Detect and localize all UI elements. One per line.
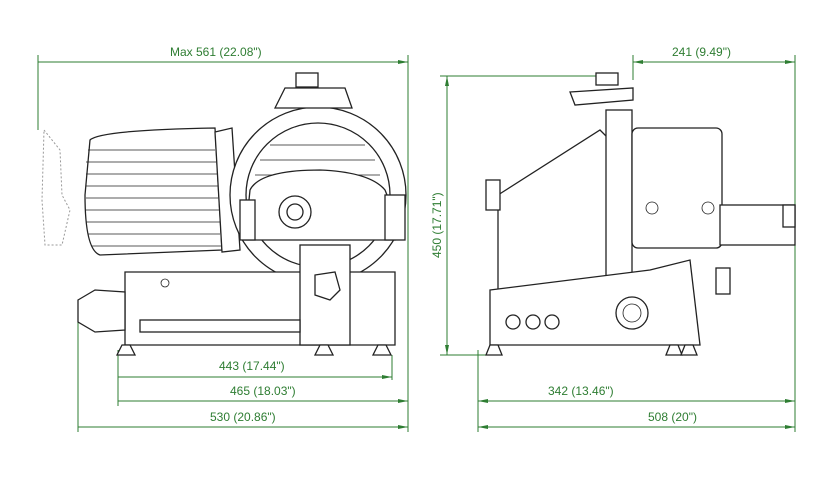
base (124, 271, 396, 346)
thickness-knob (615, 296, 649, 330)
dim-side-342: 342 (13.46") (548, 384, 614, 398)
dimension-lines (38, 60, 795, 429)
dim-base-443: 443 (17.44") (219, 359, 285, 373)
dim-overall-530: 530 (20.86") (210, 410, 276, 424)
carriage (244, 169, 396, 241)
side-body (497, 129, 613, 291)
side-motor (631, 127, 723, 249)
carriage-handle (77, 289, 126, 333)
dim-max-width: Max 561 (22.08") (170, 45, 262, 59)
dim-height: 450 (17.71") (430, 192, 444, 258)
dim-base-465: 465 (18.03") (230, 384, 296, 398)
dim-side-508: 508 (20") (648, 410, 697, 424)
ghost-handle-outline (41, 128, 71, 246)
side-base (489, 259, 701, 346)
sharpener-knob (295, 72, 319, 88)
side-view-slicer (485, 72, 796, 356)
dim-depth-top: 241 (9.49") (672, 45, 731, 59)
front-view-slicer (41, 72, 407, 356)
motor-housing (84, 127, 223, 256)
